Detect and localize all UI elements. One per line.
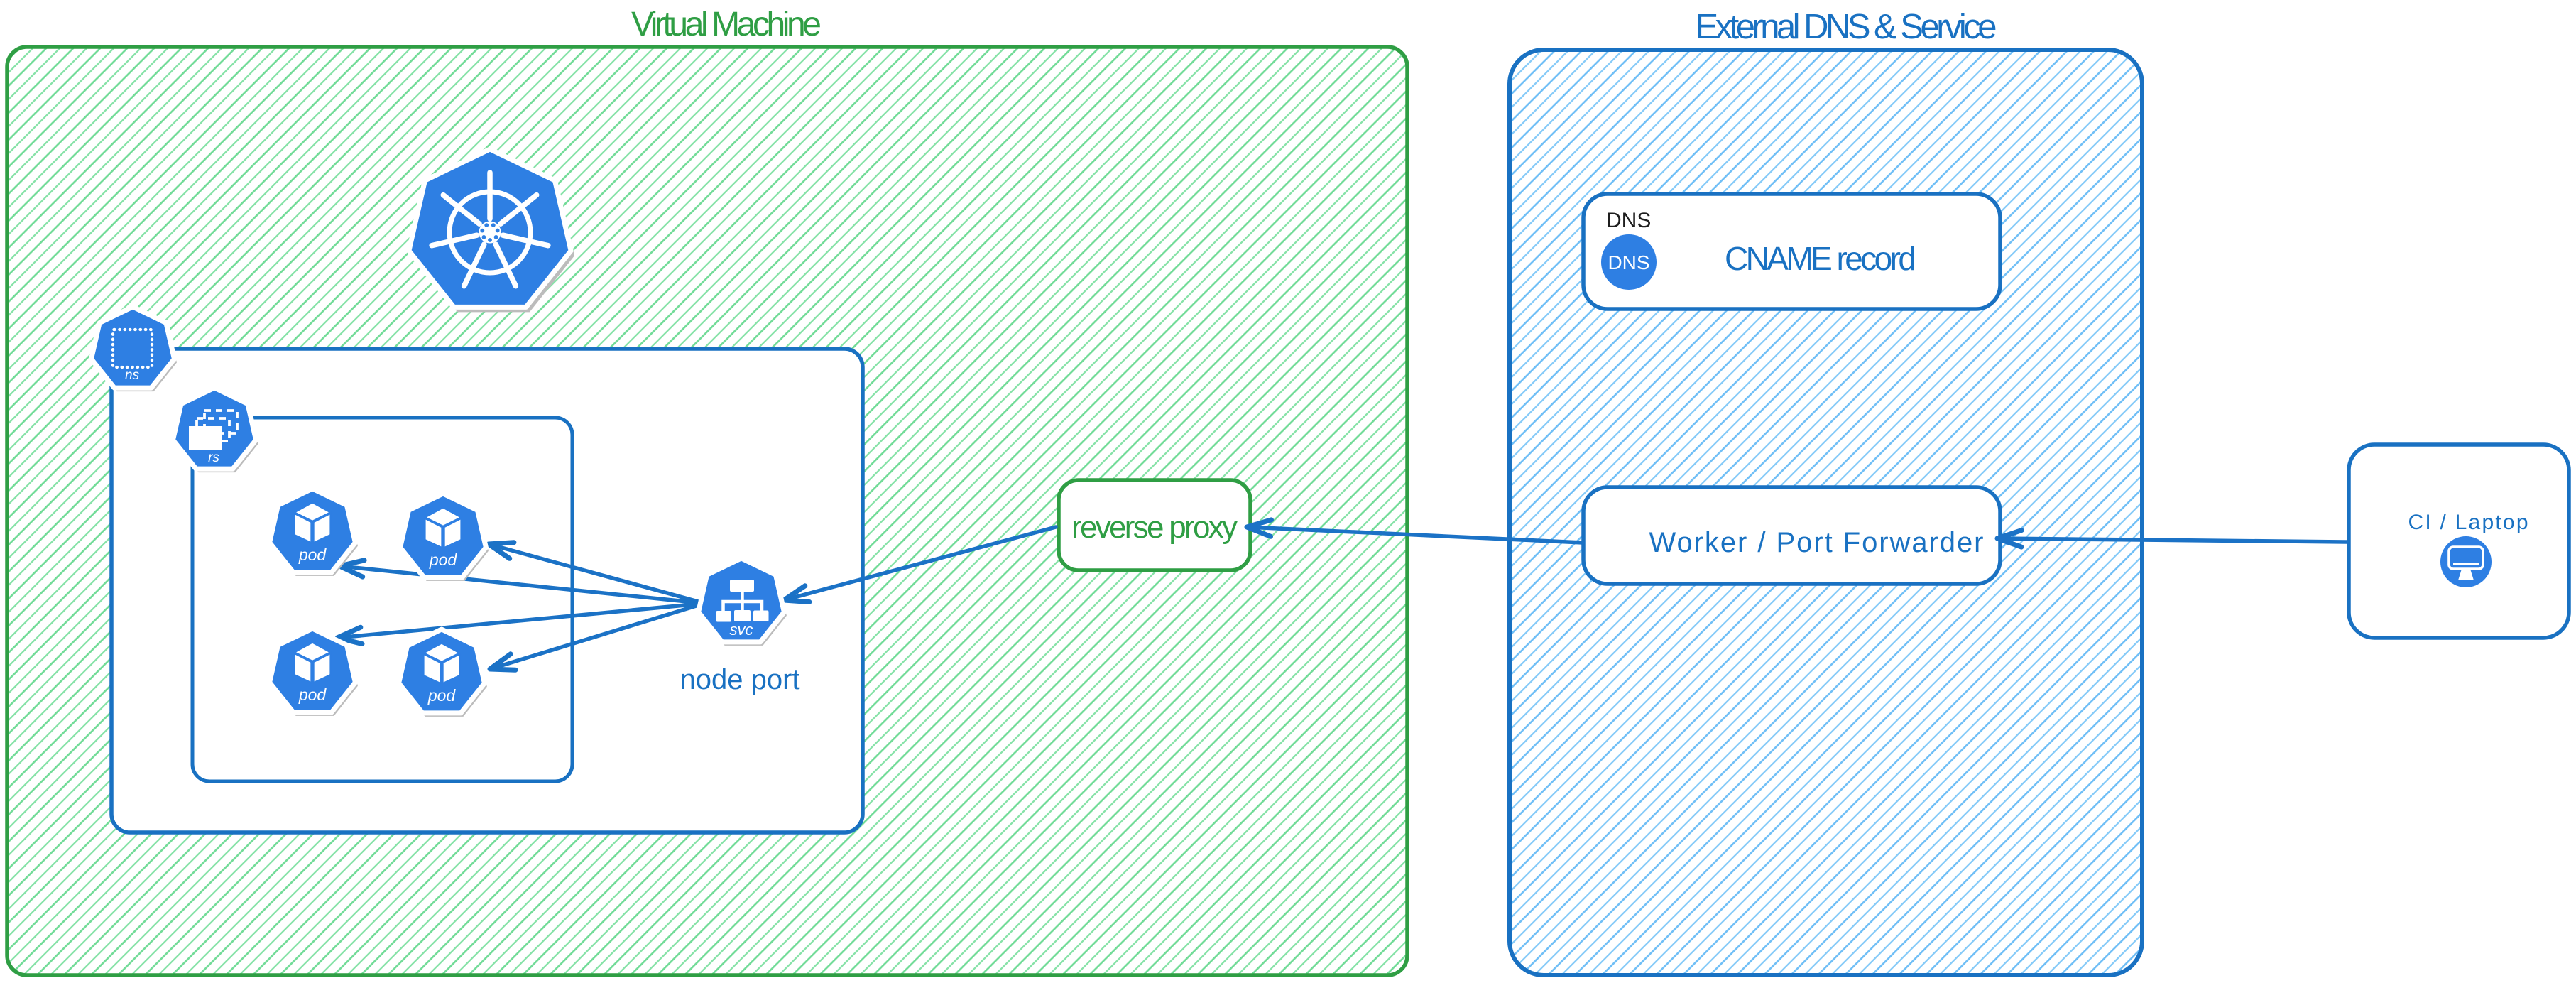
svg-text:CNAME record: CNAME record <box>1725 240 1916 277</box>
svg-text:pod: pod <box>429 550 458 569</box>
svg-text:node port: node port <box>680 664 799 695</box>
svg-text:reverse proxy: reverse proxy <box>1071 510 1238 545</box>
svg-text:Worker / Port Forwarder: Worker / Port Forwarder <box>1649 527 1984 558</box>
svg-text:pod: pod <box>298 545 327 564</box>
svg-text:rs: rs <box>208 450 219 465</box>
svg-text:CI / Laptop: CI / Laptop <box>2408 511 2528 534</box>
svg-text:pod: pod <box>427 686 457 705</box>
svg-text:ns: ns <box>125 368 140 383</box>
svg-text:pod: pod <box>298 685 327 704</box>
svg-text:svc: svc <box>730 621 753 639</box>
svg-text:DNS: DNS <box>1608 251 1649 273</box>
svg-text:DNS: DNS <box>1606 209 1651 232</box>
svg-text:External DNS & Service: External DNS & Service <box>1696 8 1997 46</box>
svg-text:Virtual Machine: Virtual Machine <box>631 6 822 43</box>
